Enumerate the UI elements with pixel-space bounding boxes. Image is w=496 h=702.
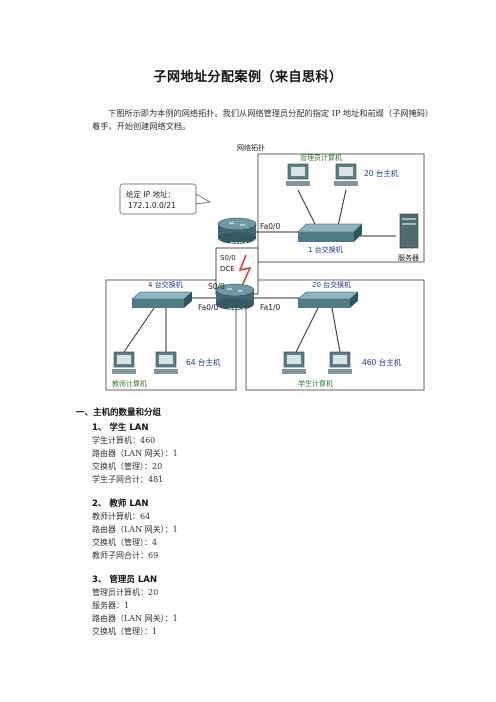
admin-hosts-label: 20 台主机 <box>364 168 399 178</box>
router-rtr2-icon <box>215 283 255 310</box>
student-hosts-label: 460 台主机 <box>362 357 402 367</box>
rtr2-fa10-label: Fa1/0 <box>260 303 281 312</box>
teacher-switches-label: 4 台交换机 <box>148 280 183 289</box>
admin-group-label: 管理员计算机 <box>300 153 342 162</box>
server-icon <box>399 213 419 249</box>
student-pc-1-icon <box>282 351 306 374</box>
admin-line-1: 管理员计算机：20 <box>92 588 159 597</box>
network-topology-diagram: 给定 IP 地址： 172.1.0.0/21 S0/0 DCE RTR1 Fa0… <box>105 153 425 391</box>
ip-callout-value: 172.1.0.0/21 <box>128 201 176 210</box>
admin-line-2: 服务器：1 <box>92 601 130 610</box>
admin-pc-1-icon <box>286 163 310 186</box>
rtr1-label: RTR1 <box>230 241 248 249</box>
teacher-lan-box <box>105 279 237 391</box>
diagram-caption: 网络拓扑 <box>237 144 265 152</box>
server-label: 服务器 <box>398 253 419 262</box>
intro-paragraph: 下图所示即为本例的网络拓扑。我们从网络管理员分配的指定 IP 地址和前缀（子网掩… <box>92 108 429 131</box>
teacher-line-1: 教师计算机：64 <box>92 512 151 521</box>
teacher-line-3: 交换机（管理）：4 <box>92 538 158 547</box>
switch1-label: 1 台交换机 <box>308 245 343 254</box>
teacher-pc-1-icon <box>112 351 136 374</box>
teacher-hosts-label: 64 台主机 <box>186 357 221 367</box>
router-rtr1-icon <box>217 217 257 244</box>
rtr2-s01-label: S0/0 <box>208 282 225 291</box>
student-lan-title: 1、 学生 LAN <box>92 423 149 433</box>
teacher-line-2: 路由器（LAN 网关）：1 <box>92 525 178 534</box>
student-line-2: 路由器（LAN 网关）：1 <box>92 449 178 458</box>
admin-lan-title: 3、 管理员 LAN <box>92 575 157 585</box>
link-sswitch-pc1 <box>295 307 319 353</box>
switch1-icon <box>297 223 363 242</box>
link-switch1-pc1 <box>297 189 317 227</box>
page-title: 子网地址分配案例（来自思科） <box>153 70 343 85</box>
admin-lan-box <box>257 153 425 263</box>
teacher-pc-2-icon <box>154 351 178 374</box>
link-switch1-pc2 <box>337 189 347 227</box>
rtr1-fa00-label: Fa0/0 <box>260 222 281 231</box>
serial-dce-label: DCE <box>220 265 235 273</box>
ip-callout-pointer <box>195 193 212 205</box>
section-heading: 一、主机的数量和分组 <box>76 408 162 418</box>
serial-s00-label: S0/0 <box>220 254 236 262</box>
student-group-label: 学生计算机 <box>298 379 333 388</box>
admin-line-3: 路由器（LAN 网关）：1 <box>92 614 178 623</box>
ip-callout-label: 给定 IP 地址： <box>126 189 175 199</box>
rtr2-fa00-label: Fa0/0 <box>198 303 219 312</box>
admin-line-4: 交换机（管理）：1 <box>92 627 158 636</box>
student-line-4: 学生子网合计：481 <box>92 475 164 484</box>
teacher-lan-title: 2、 教师 LAN <box>92 499 149 509</box>
student-switch-icon <box>297 291 359 308</box>
teacher-line-4: 教师子网合计：69 <box>92 551 159 560</box>
student-pc-2-icon <box>328 351 352 374</box>
admin-pc-2-icon <box>334 163 358 186</box>
serial-lightning-icon <box>238 254 252 287</box>
student-line-3: 交换机（管理）：20 <box>92 462 163 471</box>
student-line-1: 学生计算机：460 <box>92 436 156 445</box>
link-sswitch-pc2 <box>331 307 341 353</box>
rtr2-label: RTR2 <box>228 307 246 315</box>
student-lan-box <box>245 279 425 391</box>
link-tswitch-pc1 <box>123 307 155 353</box>
teacher-switch-icon <box>131 291 193 308</box>
student-switches-label: 20 台交换机 <box>312 280 351 289</box>
teacher-group-label: 教师计算机 <box>112 379 147 388</box>
